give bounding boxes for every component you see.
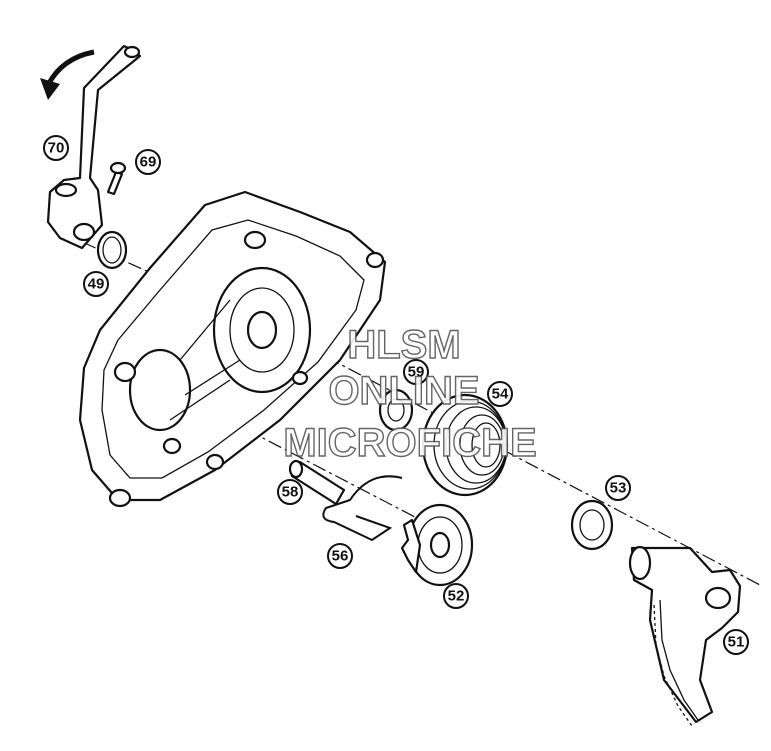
ratchet-gear (400, 503, 474, 587)
oil-seal (570, 499, 614, 551)
crankcase-cover (78, 190, 387, 508)
callout-label: 58 (282, 484, 299, 501)
callout-label: 59 (408, 364, 425, 381)
callout-label: 69 (140, 154, 157, 171)
callout-label: 52 (448, 588, 465, 605)
rotation-arrow-icon (40, 49, 95, 100)
callout-51: 51 (723, 629, 749, 655)
callout-label: 51 (728, 634, 745, 651)
callout-52: 52 (443, 583, 469, 609)
callout-label: 56 (332, 548, 349, 565)
spring-clip (322, 475, 403, 542)
kick-lever (46, 44, 142, 250)
kick-shaft-sector-gear (628, 545, 742, 727)
callout-label: 70 (48, 140, 65, 157)
callout-label: 54 (492, 386, 509, 403)
bolt (106, 161, 127, 196)
callout-56: 56 (327, 543, 353, 569)
callout-49: 49 (83, 271, 109, 297)
watermark-line-3: MICROFICHE (283, 421, 536, 465)
watermark-line-2: ONLINE (328, 369, 479, 413)
kick-spring (421, 393, 509, 497)
callout-59: 59 (403, 359, 429, 385)
circlip (96, 230, 128, 270)
callout-54: 54 (487, 381, 513, 407)
washer (378, 388, 414, 432)
watermark: HLSM ONLINE MICROFICHE (283, 322, 538, 465)
callout-58: 58 (277, 479, 303, 505)
callout-label: 49 (88, 276, 105, 293)
callout-53: 53 (605, 475, 631, 501)
callout-70: 70 (43, 135, 69, 161)
callout-69: 69 (135, 149, 161, 175)
watermark-line-1: HLSM (347, 323, 460, 367)
callout-label: 53 (610, 480, 627, 497)
